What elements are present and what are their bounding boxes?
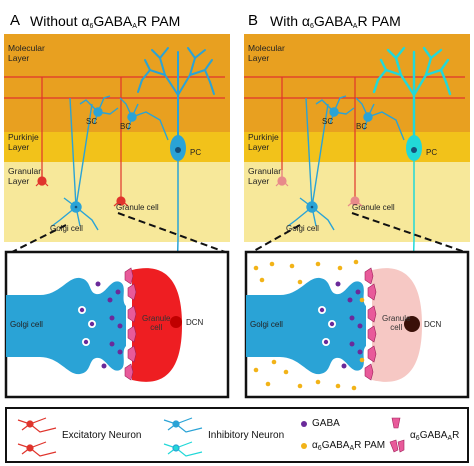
golgi-zoom-label-b: Golgi cell [250, 320, 283, 329]
legend-pam-label: α6GABAAR PAM [312, 440, 386, 452]
stellate-cell-b [315, 95, 355, 125]
panel-b-title: With α6GABAAR PAM [270, 13, 401, 30]
purkinje-nucleus-a [175, 147, 181, 153]
gaba-vesicles-a [78, 281, 123, 369]
granule-cells-a [35, 170, 129, 207]
panel-b-letter: B [248, 12, 259, 29]
pc-label-a: PC [190, 148, 202, 157]
panel-b-title-mid: GABA [313, 13, 353, 29]
granule-label-b: Granule cell [352, 203, 395, 212]
dcn-label-a: DCN [186, 318, 204, 327]
panel-a-title-sub1: 6 [89, 23, 94, 30]
gaba-vesicles-b [318, 281, 363, 369]
granule-cells-b [275, 170, 363, 207]
sc-label-b: SC [322, 117, 334, 126]
zoom-lines-b [251, 212, 466, 253]
pc-label-b: PC [426, 148, 438, 157]
bc-label-a: BC [120, 122, 132, 131]
receptor-icon [389, 417, 405, 453]
dcn-a [170, 316, 182, 328]
legend-inhibitory-label: Inhibitory Neuron [208, 430, 285, 441]
purkinje-dendrites-b [372, 46, 452, 152]
receptors-a [124, 267, 137, 381]
golgi-cell-a [51, 97, 99, 231]
panel-a-title-suffix: R PAM [136, 13, 181, 29]
receptors-b [364, 267, 377, 381]
stellate-cell-a [79, 95, 119, 125]
panel-b [244, 34, 470, 399]
pam-dot-icon [301, 443, 307, 449]
dcn-b [404, 316, 420, 332]
sc-label-a: SC [86, 117, 98, 126]
granule-cell-zoom-b [372, 268, 422, 382]
legend-gaba-label: GABA [312, 418, 340, 429]
golgi-zoom-label-a: Golgi cell [10, 320, 43, 329]
legend-excitatory-label: Excitatory Neuron [62, 430, 142, 441]
purkinje-dendrites-a [137, 47, 215, 151]
golgi-cell-b [287, 97, 335, 231]
inhibitory-neuron-icon [163, 417, 203, 457]
granule-label-a: Granule cell [116, 203, 159, 212]
basket-cell-b [355, 97, 405, 141]
zoom-lines-a [11, 212, 226, 253]
purkinje-nucleus-b [411, 147, 417, 153]
panel-b-title-sub2: A [352, 23, 358, 30]
legend-box [5, 407, 469, 463]
panel-a [4, 34, 230, 399]
granule-axons-b [281, 77, 356, 198]
granule-cell-zoom-a [132, 268, 182, 382]
gaba-dot-icon [301, 421, 307, 427]
granule-axons-a [41, 77, 122, 198]
basket-cell-a [119, 97, 169, 141]
legend-receptor-label: α6GABAAR [410, 430, 460, 442]
panel-a-letter: A [10, 12, 21, 29]
pam-molecules-b [253, 259, 365, 391]
dcn-label-b: DCN [424, 320, 442, 329]
bc-label-b: BC [356, 122, 368, 131]
golgi-terminal-a [6, 277, 126, 375]
panel-a-title-prefix: Without α [30, 13, 90, 29]
panel-a-title-sub2: A [132, 23, 137, 30]
golgi-label-a: Golgi cell [50, 224, 83, 233]
panel-a-title: Without α6GABAAR PAM [30, 13, 180, 30]
panel-b-title-prefix: With α [270, 13, 310, 29]
golgi-label-b: Golgi cell [286, 224, 319, 233]
golgi-terminal-b [246, 277, 366, 375]
panel-b-title-sub1: 6 [309, 23, 314, 30]
panel-a-title-mid: GABA [93, 13, 133, 29]
excitatory-neuron-icon [17, 417, 57, 457]
panel-b-title-suffix: R PAM [357, 13, 401, 29]
